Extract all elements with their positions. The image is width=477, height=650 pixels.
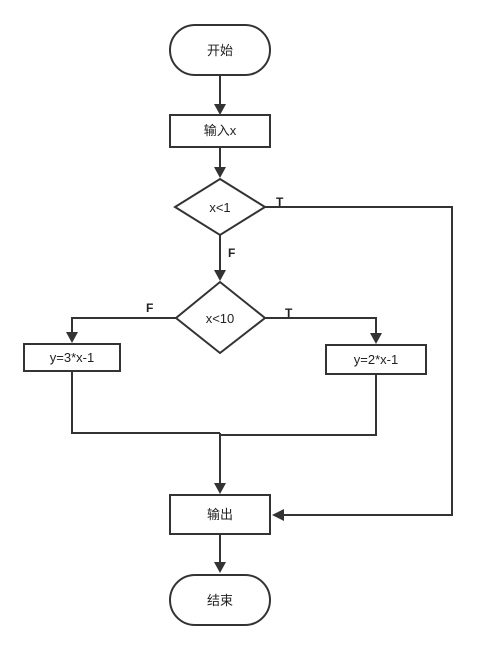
edge-cond2-true-to-assign — [265, 317, 377, 333]
edge-assign-false-merge — [71, 372, 220, 434]
edge-labels: T F F T — [146, 195, 293, 320]
arrowhead-output-right — [272, 509, 284, 521]
assign-false-node: y=3*x-1 — [23, 343, 121, 372]
arrowhead-cond2 — [214, 270, 226, 281]
connector-lines — [71, 75, 453, 562]
decision-node-2: x<10 — [174, 280, 267, 355]
end-label: 结束 — [207, 593, 233, 608]
edge-label-cond2-true: T — [285, 306, 293, 320]
start-node: 开始 — [169, 24, 271, 76]
edge-label-cond1-true: T — [276, 195, 284, 209]
output-node: 输出 — [169, 494, 271, 535]
arrowhead-assign-true — [370, 333, 382, 344]
arrowheads — [66, 104, 382, 573]
edge-label-cond2-false: F — [146, 301, 153, 315]
arrowhead-assign-false — [66, 332, 78, 343]
edge-cond1-true-to-output — [265, 206, 453, 516]
arrowhead-cond1 — [214, 167, 226, 178]
decision-1-label: x<1 — [209, 200, 230, 215]
start-label: 开始 — [207, 43, 233, 58]
assign-true-node: y=2*x-1 — [325, 344, 427, 375]
assign-true-label: y=2*x-1 — [354, 352, 398, 367]
edge-label-cond1-false: F — [228, 246, 235, 260]
arrowhead-input — [214, 104, 226, 115]
arrowhead-output-top — [214, 483, 226, 494]
edge-assign-true-merge — [220, 375, 377, 436]
edge-cond2-false-to-assign — [71, 317, 176, 332]
input-label: 输入x — [204, 123, 237, 138]
decision-2-label: x<10 — [206, 311, 235, 326]
end-node: 结束 — [169, 574, 271, 626]
arrowhead-end — [214, 562, 226, 573]
input-node: 输入x — [169, 114, 271, 148]
decision-node-1: x<1 — [173, 177, 267, 237]
output-label: 输出 — [207, 507, 233, 522]
assign-false-label: y=3*x-1 — [50, 350, 94, 365]
